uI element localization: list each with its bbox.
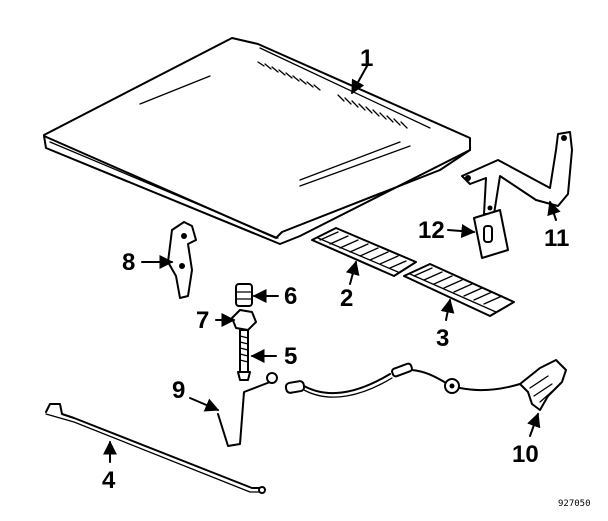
grille-panel-right [403,263,515,317]
hood-panel [43,37,471,245]
callout-10: 10 [512,441,539,468]
diagram-code: 927050 [558,499,591,509]
hood-prop-rod [45,403,266,494]
grille-panel-left [311,227,417,277]
release-handle [519,359,567,411]
callout-8: 8 [122,249,135,276]
hood-bumper-stack [231,283,257,381]
callout-1: 1 [360,45,373,72]
callout-labels: 1 2 3 4 5 6 7 8 9 10 11 12 [102,45,569,494]
leader-arrows [103,65,561,463]
leader-10 [527,412,541,437]
callout-9: 9 [172,377,185,404]
hood-vent-rear [337,94,408,129]
bracket-plate [473,209,509,259]
callout-4: 4 [102,467,116,494]
callout-2: 2 [340,285,353,312]
callout-6: 6 [284,283,297,310]
leader-2 [345,260,360,285]
hood-vent-front [257,61,321,91]
leader-11 [547,200,561,221]
callout-5: 5 [284,343,297,370]
hood-hinge [461,131,573,215]
callout-7: 7 [196,307,209,334]
callout-11: 11 [544,225,569,252]
release-cable [217,362,521,447]
leader-1 [351,65,368,95]
leader-9 [189,397,220,412]
leader-3 [440,298,455,321]
latch-bracket [167,221,197,299]
leader-12 [447,224,476,239]
callout-3: 3 [436,325,449,352]
callout-12: 12 [418,217,445,244]
